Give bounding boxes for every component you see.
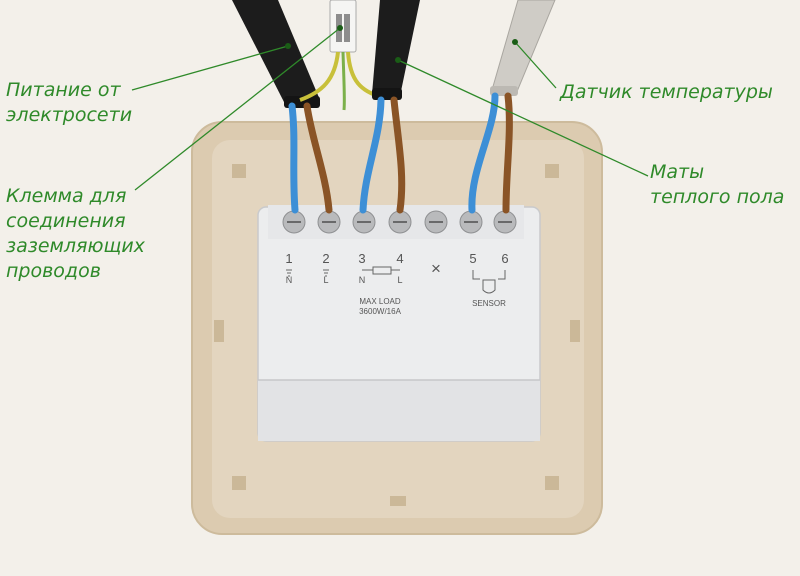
terminal-block: [268, 205, 524, 239]
leader-temp-sensor: [514, 41, 557, 89]
leader-ground-clamp: [134, 27, 341, 191]
terminal-3-sub: N: [359, 275, 366, 285]
label-ground-line-1: Клемма для: [6, 185, 127, 207]
terminal-4-number: 4: [396, 251, 403, 266]
terminal-5-number: 5: [469, 251, 476, 266]
label-power-line-1: Питание от: [6, 79, 121, 101]
terminal-symbols: [286, 266, 506, 294]
max-load-line-1: MAX LOAD: [359, 297, 401, 306]
terminal-1-number: 1: [285, 251, 292, 266]
label-ground-line-3: заземляющих: [6, 235, 145, 257]
terminal-labels: 1 N 2 L 3 N 4 L × 5 6: [285, 251, 508, 285]
terminal-3-number: 3: [358, 251, 365, 266]
leader-dots: [285, 25, 518, 63]
terminal-4-sub: L: [397, 275, 402, 285]
module-lower-panel: [258, 380, 540, 441]
frame-slot: [214, 320, 224, 342]
power-cable: [232, 0, 333, 214]
label-power-supply: Питание от электросети: [6, 78, 132, 128]
terminal-6-number: 6: [501, 251, 508, 266]
sensor-label: SENSOR: [472, 299, 506, 308]
label-floor-line-1: Маты: [650, 161, 705, 183]
label-power-line-2: электросети: [6, 104, 133, 126]
frame-slot: [232, 476, 246, 490]
frame-slot: [232, 164, 246, 178]
floor-mat-cable: [359, 0, 420, 214]
frame-slot: [545, 164, 559, 178]
sensor-cable: [468, 0, 556, 214]
terminal-2-sub: L: [323, 275, 328, 285]
leader-power: [131, 45, 289, 91]
label-floor-mats: Маты теплого пола: [650, 160, 784, 210]
unused-terminal-mark: ×: [431, 259, 441, 278]
label-ground-line-2: соединения: [6, 210, 126, 232]
terminal-1-sub: N: [286, 275, 293, 285]
max-load-line-2: 3600W/16A: [359, 307, 401, 316]
terminal-2-number: 2: [322, 251, 329, 266]
frame-slot: [570, 320, 580, 342]
leader-lines: [131, 27, 649, 191]
frame-slot: [390, 496, 406, 506]
leader-floor-mats: [397, 59, 649, 177]
label-temp-sensor: Датчик температуры: [560, 80, 773, 105]
label-temp-sensor-text: Датчик температуры: [560, 81, 773, 103]
label-floor-line-2: теплого пола: [650, 186, 785, 208]
label-ground-clamp: Клемма для соединения заземляющих провод…: [6, 184, 145, 284]
label-ground-line-4: проводов: [6, 260, 101, 282]
frame-slot: [545, 476, 559, 490]
